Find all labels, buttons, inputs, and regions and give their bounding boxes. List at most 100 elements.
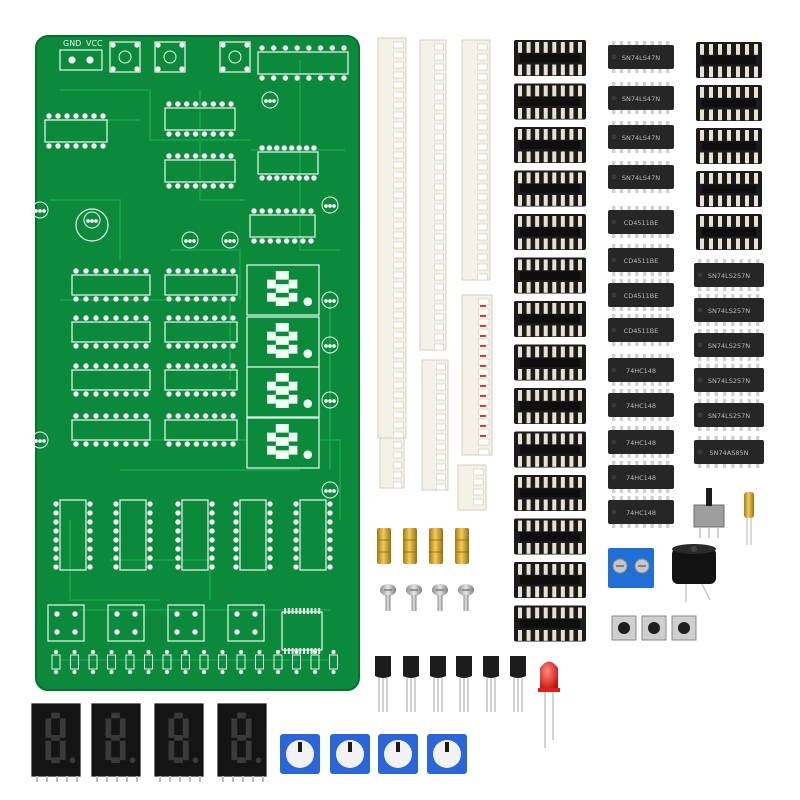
socket-contact bbox=[543, 607, 548, 619]
solder-pad bbox=[296, 145, 302, 151]
rotary-dial bbox=[336, 740, 364, 768]
solder-pad bbox=[147, 528, 153, 534]
chip-marking: 74HC148 bbox=[626, 509, 656, 517]
chip-pin bbox=[612, 161, 616, 166]
header-pin-cell bbox=[433, 103, 444, 111]
chip-pin bbox=[642, 354, 647, 359]
solder-pad bbox=[103, 296, 109, 302]
chip-marking: SN74LS47N bbox=[622, 134, 660, 142]
solder-pad bbox=[184, 441, 191, 447]
segment bbox=[245, 740, 252, 761]
solder-pad bbox=[275, 238, 282, 244]
segment bbox=[267, 394, 276, 404]
chip-pin bbox=[619, 341, 624, 346]
socket-contact bbox=[543, 586, 548, 598]
ic-footprint bbox=[257, 151, 319, 175]
solder-pad bbox=[233, 537, 239, 543]
ic-footprint bbox=[257, 51, 349, 75]
solder-pad bbox=[147, 555, 153, 561]
slide-switch bbox=[693, 504, 725, 528]
solder-pad bbox=[103, 315, 109, 321]
socket-contact bbox=[543, 564, 548, 575]
decimal-point bbox=[255, 757, 262, 764]
decimal-point bbox=[303, 349, 313, 358]
solder-pad bbox=[219, 131, 225, 137]
display-pin bbox=[96, 776, 98, 782]
socket-contact bbox=[543, 346, 548, 358]
pcb-trace bbox=[299, 60, 340, 251]
socket-contact bbox=[700, 87, 704, 98]
solder-pad bbox=[209, 510, 215, 516]
solder-pad bbox=[33, 208, 39, 214]
solder-pad bbox=[341, 45, 347, 51]
segment bbox=[288, 432, 298, 442]
chip-pin bbox=[706, 329, 710, 334]
solder-pad bbox=[341, 75, 347, 81]
solder-pad bbox=[155, 42, 161, 48]
ic-footprint bbox=[164, 321, 238, 343]
header-pin-cell bbox=[477, 173, 488, 181]
button-footprint-circle bbox=[118, 50, 132, 64]
solder-pad bbox=[184, 343, 191, 349]
solder-pad bbox=[133, 413, 139, 419]
header-pin-cell bbox=[433, 163, 444, 171]
chip-pin bbox=[666, 279, 670, 284]
header-pin-cell bbox=[433, 323, 444, 331]
solder-pad bbox=[72, 669, 77, 675]
solder-pad bbox=[192, 101, 199, 107]
solder-pad bbox=[87, 546, 93, 552]
socket-contact bbox=[700, 216, 704, 227]
solder-pad bbox=[147, 501, 153, 507]
chip-pin bbox=[698, 329, 702, 334]
socket-contact bbox=[718, 216, 722, 227]
chip-notch bbox=[611, 327, 617, 333]
solder-pad bbox=[83, 441, 89, 447]
solder-pad bbox=[227, 238, 233, 244]
socket-contact bbox=[526, 85, 531, 97]
solder-pad bbox=[193, 441, 200, 447]
socket-contact bbox=[569, 85, 574, 97]
socket-contact bbox=[535, 586, 540, 598]
solder-pad bbox=[166, 296, 172, 302]
solder-pad bbox=[282, 75, 289, 81]
decimal-point bbox=[303, 297, 313, 306]
solder-pad bbox=[211, 391, 218, 397]
chip-pin bbox=[627, 148, 631, 153]
socket-contact bbox=[569, 216, 574, 227]
power-connector-outline bbox=[59, 49, 103, 71]
ic-footprint bbox=[164, 107, 236, 131]
solder-pad bbox=[275, 208, 282, 214]
socket-contact bbox=[543, 477, 548, 488]
segment bbox=[51, 757, 60, 764]
chip-pin bbox=[635, 109, 639, 114]
chip-pin bbox=[747, 329, 752, 334]
solder-pad bbox=[109, 669, 114, 675]
header-pin-cell bbox=[435, 413, 446, 421]
header-pin-cell bbox=[393, 291, 404, 299]
solder-pad bbox=[146, 669, 151, 675]
socket-contact bbox=[552, 346, 557, 358]
chip-pin bbox=[731, 356, 735, 361]
display-pin bbox=[116, 776, 118, 782]
led-rim bbox=[538, 688, 560, 692]
chip-pin bbox=[627, 453, 631, 458]
chip-pin bbox=[714, 364, 718, 369]
solder-pad bbox=[103, 363, 109, 369]
socket-contact bbox=[552, 194, 557, 206]
socket-contact bbox=[718, 130, 722, 141]
segment bbox=[275, 297, 289, 306]
socket-contact bbox=[560, 259, 565, 271]
segment bbox=[111, 734, 120, 741]
chip-marking: SN74LS47N bbox=[622, 54, 660, 62]
button-footprint-circle bbox=[163, 50, 177, 64]
socket-contact bbox=[543, 433, 548, 445]
segment bbox=[275, 336, 289, 345]
header-pin-cell bbox=[477, 103, 488, 111]
chip-pin bbox=[666, 82, 670, 87]
socket-contact bbox=[745, 238, 749, 250]
chip-pin bbox=[627, 354, 631, 359]
segment bbox=[275, 373, 289, 382]
chip-pin bbox=[612, 341, 616, 346]
solder-pad bbox=[327, 528, 333, 534]
chip-pin bbox=[635, 381, 639, 386]
